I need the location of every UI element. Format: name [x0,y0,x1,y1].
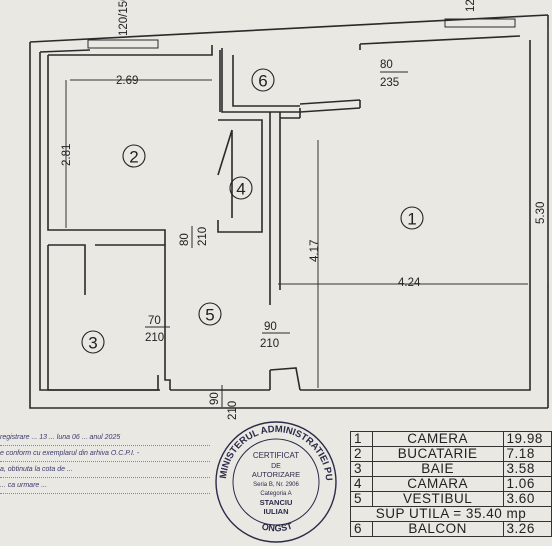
room-window-label: 120/150 [465,0,477,12]
room-window [444,18,516,28]
svg-text:4: 4 [236,180,245,199]
room-divider [269,112,301,305]
svg-text:90: 90 [209,392,221,405]
legend-room-name: CAMERA [371,431,504,447]
bathroom-walls [47,244,171,391]
legend-area: 3.60 [502,491,552,507]
balcony-rail [299,99,361,113]
legend-area: 19.98 [502,431,552,447]
outer-wall [29,14,549,409]
legend-number: 5 [350,491,373,507]
bath-door-label: 70 210 [145,315,170,344]
registration-line-1: registrare ... 13 ... luna 06 ... anul 2… [0,430,210,446]
svg-text:DE: DE [271,463,281,470]
svg-text:235: 235 [380,77,399,89]
svg-text:STANCIU: STANCIU [260,498,293,507]
legend-room-name: BALCON [371,521,504,537]
svg-text:1: 1 [407,210,416,229]
room-width-label: 4.24 [398,277,421,289]
entry-walls [269,367,301,391]
registration-line-4: ... ca urmare ... [0,478,210,494]
legend-room-name: BAIE [371,461,504,477]
sup-utila-row: SUP UTILA = 35.40 mp [350,506,552,522]
svg-text:210: 210 [145,332,164,344]
room-marker-3: 3 [81,330,105,354]
legend-number: 6 [350,521,373,537]
pantry-walls [217,119,263,233]
legend-number: 2 [350,446,373,462]
room-marker-4: 4 [229,176,253,200]
room-marker-5: 5 [198,302,222,326]
legend-number: 1 [350,431,373,447]
authorization-stamp: MINISTERUL ADMINISTRATIEI PUBLICE ONGST … [212,418,337,543]
svg-text:3: 3 [88,334,97,353]
floor-plan: 2.69 2.81 4.24 4.17 5.30 120/150 120/150… [29,0,549,420]
registration-line-2: e conform cu exemplarul din arhiva O.C.P… [0,446,210,462]
kitchen-walls [47,45,221,245]
svg-text:5: 5 [205,306,214,325]
pantry-door-label: 80 210 [179,226,209,248]
svg-text:80: 80 [179,233,191,246]
svg-text:90: 90 [264,321,277,333]
svg-text:2: 2 [129,148,138,167]
room-marker-1: 1 [400,206,424,230]
room-top-wall [359,35,521,50]
svg-text:CERTIFICAT: CERTIFICAT [253,451,299,460]
registration-line-3: a, obtinuta la cota de ... [0,462,210,478]
legend-area: 3.58 [502,461,552,477]
svg-text:Seria B, Nr. 2906: Seria B, Nr. 2906 [253,482,299,488]
legend-room-name: BUCATARIE [371,446,504,462]
legend-number: 3 [350,461,373,477]
svg-text:6: 6 [258,72,267,91]
legend-area: 7.18 [502,446,552,462]
room-marker-2: 2 [122,144,146,168]
kitchen-width-label: 2.69 [116,75,138,87]
svg-text:210: 210 [227,401,239,420]
inner-outer-wall [39,40,531,391]
room-total-height-label: 5.30 [535,202,547,224]
svg-text:70: 70 [148,315,161,327]
room-marker-6: 6 [251,68,275,92]
room-inner-height-label: 4.17 [309,240,321,262]
kitchen-height-label: 2.81 [61,144,73,166]
svg-text:AUTORIZARE: AUTORIZARE [252,470,300,479]
svg-text:80: 80 [380,59,393,71]
svg-text:210: 210 [197,227,209,246]
svg-text:Categoria A: Categoria A [260,491,291,497]
sup-utila-label: SUP UTILA = 35.40 mp [350,506,552,522]
room-door-label: 90 210 [260,321,290,350]
svg-text:210: 210 [260,338,279,350]
legend-area: 1.06 [502,476,552,492]
svg-text:IULIAN: IULIAN [264,507,289,516]
svg-text:ONGST: ONGST [261,521,294,534]
registration-note: registrare ... 13 ... luna 06 ... anul 2… [0,430,210,494]
legend-room-name: VESTIBUL [371,491,504,507]
entry-door-label: 90 210 [209,385,239,420]
legend-room-name: CAMARA [371,476,504,492]
legend-number: 4 [350,476,373,492]
balcony-walls [221,48,301,113]
legend-area: 3.26 [502,521,552,537]
dimension-lines [65,28,549,388]
kitchen-window [87,39,159,49]
kitchen-window-label: 120/150 [118,0,130,36]
balcony-door-label: 80 235 [380,59,408,89]
